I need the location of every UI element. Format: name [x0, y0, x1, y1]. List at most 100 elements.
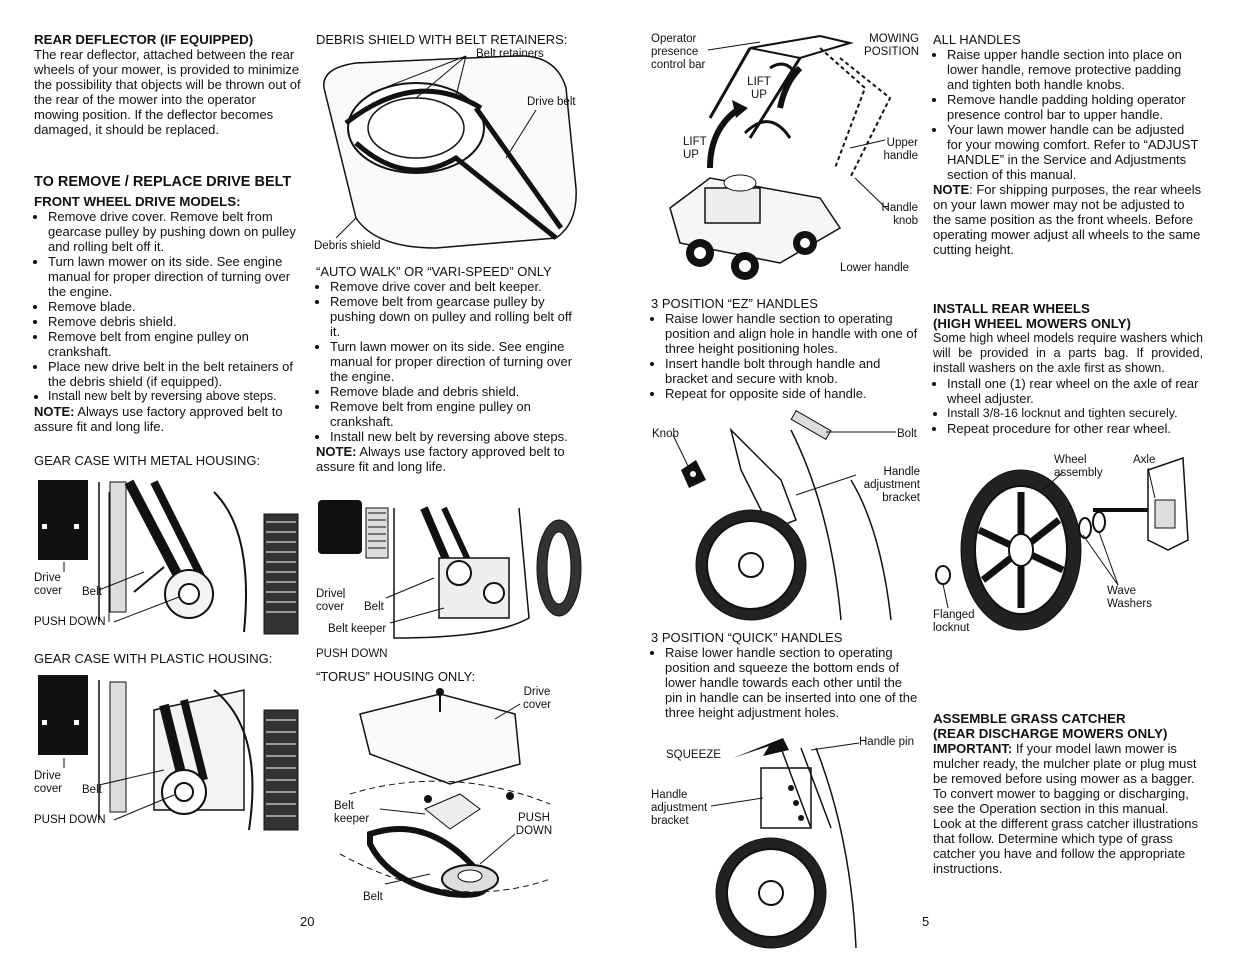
- important-label: IMPORTANT:: [933, 741, 1013, 756]
- knob-label: Knob: [652, 428, 679, 440]
- important-text: If your model lawn mower is mulcher read…: [933, 741, 1197, 816]
- catcher-text: Look at the different grass catcher illu…: [933, 816, 1198, 876]
- rear-wheels-heading-2: (HIGH WHEEL MOWERS ONLY): [933, 316, 1131, 331]
- torus-push-down-label: PUSH DOWN: [515, 812, 553, 837]
- rear-wheels-text: Some high wheel models require washers w…: [933, 331, 1203, 375]
- ez-steps: Raise lower handle section to operating …: [651, 311, 919, 401]
- important-paragraph: IMPORTANT: If your model lawn mower is m…: [933, 741, 1203, 816]
- page-number-left: 20: [300, 914, 315, 929]
- upper-handle-label: Upper handle: [883, 137, 918, 162]
- list-item: Place new drive belt in the belt retaine…: [48, 359, 302, 389]
- metal-belt-label: Belt: [82, 586, 102, 598]
- all-handles-heading: ALL HANDLES: [933, 32, 1021, 47]
- lift-up-label-1: LIFT UP: [747, 76, 771, 101]
- list-item: Raise lower handle section to operating …: [665, 645, 921, 720]
- torus-caption: “TORUS” HOUSING ONLY:: [316, 669, 476, 684]
- debris-shield-figure: [323, 55, 577, 249]
- debris-shield-label: Debris shield: [314, 240, 381, 252]
- list-item: Install 3/8-16 locknut and tighten secur…: [947, 406, 1203, 421]
- list-item: Remove handle padding holding operator p…: [947, 92, 1203, 122]
- bolt-label: Bolt: [897, 428, 917, 440]
- list-item: Repeat for opposite side of handle.: [665, 386, 919, 401]
- aw-drive-cover-label: Drive cover: [316, 588, 345, 613]
- metal-housing-caption: GEAR CASE WITH METAL HOUSING:: [34, 453, 261, 468]
- note-label: NOTE:: [316, 444, 357, 459]
- catcher-heading-1: ASSEMBLE GRASS CATCHER: [933, 711, 1126, 726]
- quick-heading: 3 POSITION “QUICK” HANDLES: [651, 630, 843, 645]
- list-item: Remove belt from gearcase pulley by push…: [330, 294, 578, 339]
- auto-walk-heading: “AUTO WALK” OR “VARI-SPEED” ONLY: [316, 264, 552, 279]
- list-item: Install new belt by reversing above step…: [330, 429, 578, 444]
- list-item: Insert handle bolt through handle and br…: [665, 356, 919, 386]
- note-label: NOTE: [933, 182, 970, 197]
- metal-housing-figure: [38, 479, 299, 635]
- lower-handle-label: Lower handle: [840, 262, 910, 274]
- all-handles-section: ALL HANDLES Raise upper handle section i…: [933, 32, 1203, 257]
- rear-wheels-steps: Install one (1) rear wheel on the axle o…: [933, 376, 1203, 436]
- auto-walk-figure: [318, 500, 582, 639]
- aw-belt-label: Belt: [364, 601, 384, 613]
- list-item: Repeat procedure for other rear wheel.: [947, 421, 1203, 436]
- front-wheel-steps: Remove drive cover. Remove belt from gea…: [34, 209, 302, 404]
- list-item: Remove blade and debris shield.: [330, 384, 578, 399]
- page-number-right: 5: [922, 914, 930, 929]
- plastic-push-down-label: PUSH DOWN: [34, 814, 106, 826]
- rear-wheels-heading-1: INSTALL REAR WHEELS: [933, 301, 1090, 316]
- list-item: Remove drive cover and belt keeper.: [330, 279, 578, 294]
- aw-push-down-label: PUSH DOWN: [316, 648, 388, 660]
- all-handles-steps: Raise upper handle section into place on…: [933, 47, 1203, 182]
- rear-deflector-text: The rear deflector, attached between the…: [34, 47, 301, 137]
- list-item: Install one (1) rear wheel on the axle o…: [947, 376, 1203, 406]
- note-paragraph: NOTE: Always use factory approved belt t…: [316, 444, 578, 474]
- plastic-housing-figure: [38, 675, 299, 831]
- note-label: NOTE:: [34, 404, 75, 419]
- list-item: Raise upper handle section into place on…: [947, 47, 1203, 92]
- handle-pin-label: Handle pin: [859, 736, 914, 748]
- torus-belt-keeper-label: Belt keeper: [334, 800, 370, 825]
- list-item: Your lawn mower handle can be adjusted f…: [947, 122, 1203, 182]
- ez-bracket-label: Handle adjustment bracket: [863, 466, 920, 504]
- list-item: Turn lawn mower on its side. See engine …: [330, 339, 578, 384]
- rear-wheels-section: INSTALL REAR WHEELS (HIGH WHEEL MOWERS O…: [933, 301, 1203, 436]
- ez-heading: 3 POSITION “EZ” HANDLES: [651, 296, 818, 311]
- note-text: Always use factory approved belt to assu…: [316, 444, 565, 474]
- note-paragraph: NOTE: Always use factory approved belt t…: [34, 404, 302, 434]
- torus-figure: [339, 688, 551, 898]
- rear-wheel-figure: [935, 456, 1189, 631]
- remove-belt-heading: TO REMOVE / REPLACE DRIVE BELT: [34, 174, 292, 190]
- plastic-drive-cover-label: Drive cover: [34, 770, 63, 795]
- debris-shield-caption: DEBRIS SHIELD WITH BELT RETAINERS:: [316, 32, 568, 47]
- rear-deflector-heading: REAR DEFLECTOR (IF EQUIPPED): [34, 32, 254, 47]
- list-item: Remove blade.: [48, 299, 302, 314]
- remove-belt-section: TO REMOVE / REPLACE DRIVE BELT FRONT WHE…: [34, 174, 302, 434]
- squeeze-label: SQUEEZE: [666, 749, 721, 761]
- aw-belt-keeper-label: Belt keeper: [328, 623, 387, 635]
- metal-push-down-label: PUSH DOWN: [34, 616, 106, 628]
- list-item: Install new belt by reversing above step…: [48, 389, 302, 404]
- wheel-assembly-label: Wheel assembly: [1054, 454, 1103, 479]
- operator-bar-label: Operator presence control bar: [651, 33, 706, 71]
- plastic-housing-caption: GEAR CASE WITH PLASTIC HOUSING:: [34, 651, 273, 666]
- catcher-heading-2: (REAR DISCHARGE MOWERS ONLY): [933, 726, 1168, 741]
- note-text: : For shipping purposes, the rear wheels…: [933, 182, 1202, 257]
- drive-belt-label: Drive belt: [527, 96, 576, 108]
- quick-bracket-label: Handle adjustment bracket: [651, 789, 708, 827]
- ez-handle-figure: [672, 410, 896, 621]
- metal-drive-cover-label: Drive cover: [34, 572, 63, 597]
- wave-washers-label: Wave Washers: [1107, 585, 1152, 610]
- auto-walk-steps: Remove drive cover and belt keeper. Remo…: [316, 279, 578, 444]
- belt-retainers-label: Belt retainers: [476, 48, 544, 60]
- list-item: Raise lower handle section to operating …: [665, 311, 919, 356]
- note-text: Always use factory approved belt to assu…: [34, 404, 283, 434]
- plastic-belt-label: Belt: [82, 784, 102, 796]
- note-paragraph: NOTE: For shipping purposes, the rear wh…: [933, 182, 1203, 257]
- lift-up-label-2: LIFT UP: [683, 136, 707, 161]
- handle-knob-label: Handle knob: [881, 202, 918, 227]
- list-item: Remove belt from engine pulley on cranks…: [330, 399, 578, 429]
- list-item: Remove belt from engine pulley on cranks…: [48, 329, 302, 359]
- list-item: Remove drive cover. Remove belt from gea…: [48, 209, 302, 254]
- grass-catcher-section: ASSEMBLE GRASS CATCHER (REAR DISCHARGE M…: [933, 711, 1203, 876]
- mowing-position-label: MOWING POSITION: [864, 33, 919, 58]
- quick-handles-section: 3 POSITION “QUICK” HANDLES Raise lower h…: [651, 630, 921, 720]
- flanged-locknut-label: Flanged locknut: [933, 609, 975, 634]
